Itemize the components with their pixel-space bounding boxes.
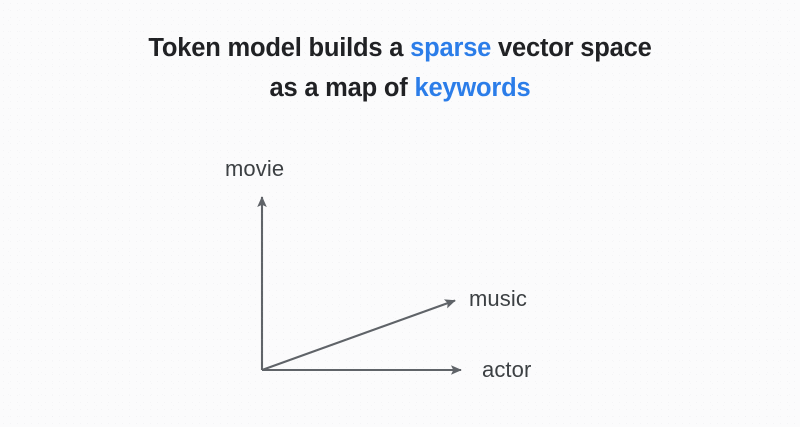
title-line-1: Token model builds a sparse vector space xyxy=(0,28,800,68)
title-line-1-text-after: vector space xyxy=(491,34,652,62)
axis-label-movie: movie xyxy=(225,156,285,181)
diagonal-axis-line xyxy=(261,299,456,371)
title-line-2-highlight-keywords: keywords xyxy=(414,74,531,102)
title-line-2-text-before: as a map of xyxy=(269,74,415,102)
title-line-1-highlight-sparse: sparse xyxy=(410,34,492,62)
axis-label-actor: actor xyxy=(482,357,532,382)
title-line-2: as a map of keywords xyxy=(0,68,800,108)
axis-label-music: music xyxy=(469,286,527,311)
slide-title: Token model builds a sparse vector space… xyxy=(0,28,800,108)
title-line-1-text-before: Token model builds a xyxy=(148,34,411,62)
